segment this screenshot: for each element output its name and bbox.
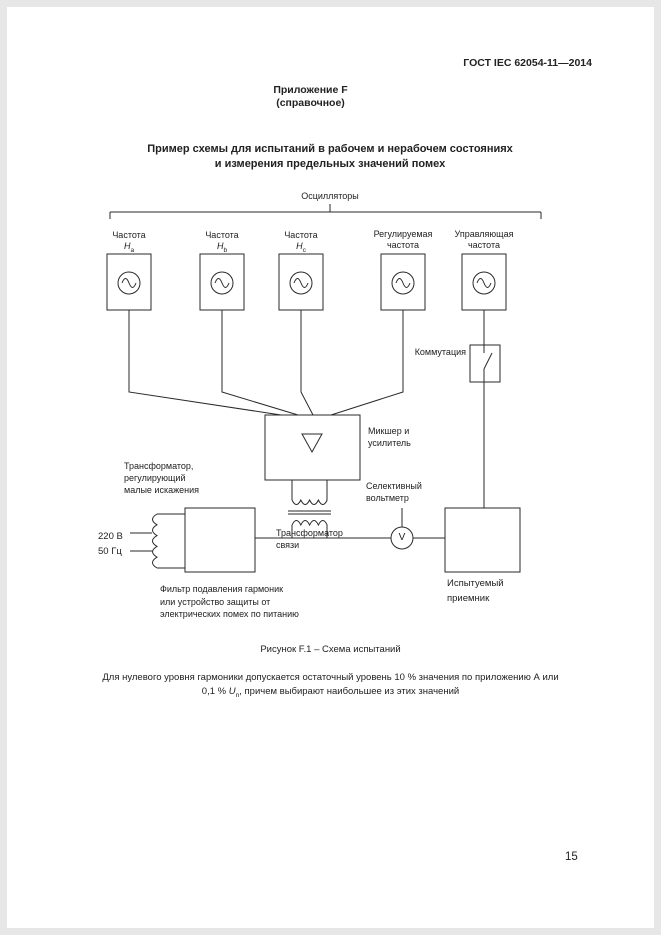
mains-source-label-line-2: 50 Гц xyxy=(98,546,122,557)
voltmeter-label-line-1: Селективный xyxy=(366,481,422,491)
gost-header: ГОСТ IEC 62054-11—2014 xyxy=(463,57,592,69)
oscillator-5-label-line-1: Управляющая xyxy=(454,229,514,239)
oscillator-3-symbol: Hc xyxy=(273,241,329,254)
appendix-title: Приложение F xyxy=(273,84,348,96)
oscillator-4-label-line-1: Регулируемая xyxy=(373,229,433,239)
document-title-line-2: и измерения предельных значений помех xyxy=(214,158,446,170)
oscillator-1-label: Частота xyxy=(112,230,146,240)
oscillator-2-symbol-sub: b xyxy=(223,246,228,254)
oscillators-bracket xyxy=(109,204,542,219)
filter-label-line-3: электрических помех по питанию xyxy=(160,609,299,619)
receiver-label-line-1: Испытуемый xyxy=(447,578,504,589)
oscillator-1-symbol-letter: H xyxy=(123,241,131,251)
document-title-line-1: Пример схемы для испытаний в рабочем и н… xyxy=(147,143,513,155)
oscillator-symbols xyxy=(106,253,507,311)
receiver-label-line-2: приемник xyxy=(447,592,490,604)
voltmeter-label-line-2: вольтметр xyxy=(366,492,409,503)
note-line-2: 0,1 % Un, причем выбирают наибольшее из … xyxy=(40,685,621,699)
coupling-transformer-label-line-1: Трансформатор xyxy=(276,528,343,538)
filter-label-line-1: Фильтр подавления гармоник xyxy=(160,584,284,594)
switch-symbol xyxy=(469,344,501,383)
oscillator-5-label-line-2: частота xyxy=(467,239,501,250)
appendix-subtitle: (справочное) xyxy=(276,97,345,109)
note-line-2-post: , причем выбирают наибольшее из этих зна… xyxy=(239,685,460,697)
regulating-transformer-label-line-3: малые искажения xyxy=(124,485,199,495)
oscillator-4-label: Регулируемая частота xyxy=(361,229,445,250)
page-number: 15 xyxy=(565,851,578,863)
regulating-transformer-label: Трансформатор, регулирующий малые искаже… xyxy=(124,460,224,496)
mixer-label: Микшер и усилитель xyxy=(368,426,438,449)
oscillator-1-symbol: Ha xyxy=(101,241,157,254)
oscillator-3-symbol-letter: H xyxy=(296,241,303,251)
mains-source-winding xyxy=(130,513,185,569)
filter-box xyxy=(184,507,256,573)
note-line-2-sub: n xyxy=(235,691,240,699)
oscillator-2-symbol: Hb xyxy=(194,241,250,254)
note-line-2-symbol: U xyxy=(228,685,236,697)
mixer-symbol xyxy=(264,414,361,481)
figure-caption: Рисунок F.1 – Схема испытаний xyxy=(260,644,401,655)
oscillator-3-label: Частота xyxy=(284,230,318,240)
voltmeter-label: Селективный вольтметр xyxy=(366,481,430,504)
mains-source-label: 220 В 50 Гц xyxy=(98,529,132,559)
receiver-box xyxy=(444,507,521,573)
note-line-2-pre: 0,1 % xyxy=(201,685,229,697)
oscillator-5-label: Управляющая частота xyxy=(442,229,526,250)
filter-label: Фильтр подавления гармоник или устройств… xyxy=(160,583,320,621)
coupling-transformer-symbol xyxy=(288,480,331,538)
oscillators-group-label: Осцилляторы xyxy=(301,191,359,201)
oscillator-4-label-line-2: частота xyxy=(386,239,420,250)
regulating-transformer-label-line-1: Трансформатор, xyxy=(124,461,194,471)
document-title: Пример схемы для испытаний в рабочем и н… xyxy=(70,142,590,172)
oscillator-2-symbol-letter: H xyxy=(216,241,224,251)
coupling-transformer-label: Трансформатор связи xyxy=(276,528,362,551)
mixer-label-line-1: Микшер и xyxy=(368,426,410,436)
voltmeter-circle xyxy=(390,508,414,550)
oscillator-1-symbol-sub: a xyxy=(130,246,135,254)
note-paragraph: Для нулевого уровня гармоники допускаетс… xyxy=(40,671,621,698)
coupling-transformer-label-line-2: связи xyxy=(276,539,300,550)
appendix-heading: Приложение F (справочное) xyxy=(30,84,591,110)
mixer-label-line-2: усилитель xyxy=(368,437,411,448)
receiver-label: Испытуемый приемник xyxy=(447,577,527,606)
signal-wires xyxy=(128,310,485,508)
switch-label: Коммутация xyxy=(414,347,466,357)
mains-source-label-line-1: 220 В xyxy=(98,531,123,542)
regulating-transformer-label-line-2: регулирующий xyxy=(124,473,186,483)
filter-label-line-2: или устройство защиты от xyxy=(160,596,271,607)
voltmeter-letter: V xyxy=(398,532,406,543)
oscillator-2-label: Частота xyxy=(205,230,239,240)
note-line-1: Для нулевого уровня гармоники допускаетс… xyxy=(102,672,559,683)
oscillator-3-symbol-sub: c xyxy=(302,246,306,254)
